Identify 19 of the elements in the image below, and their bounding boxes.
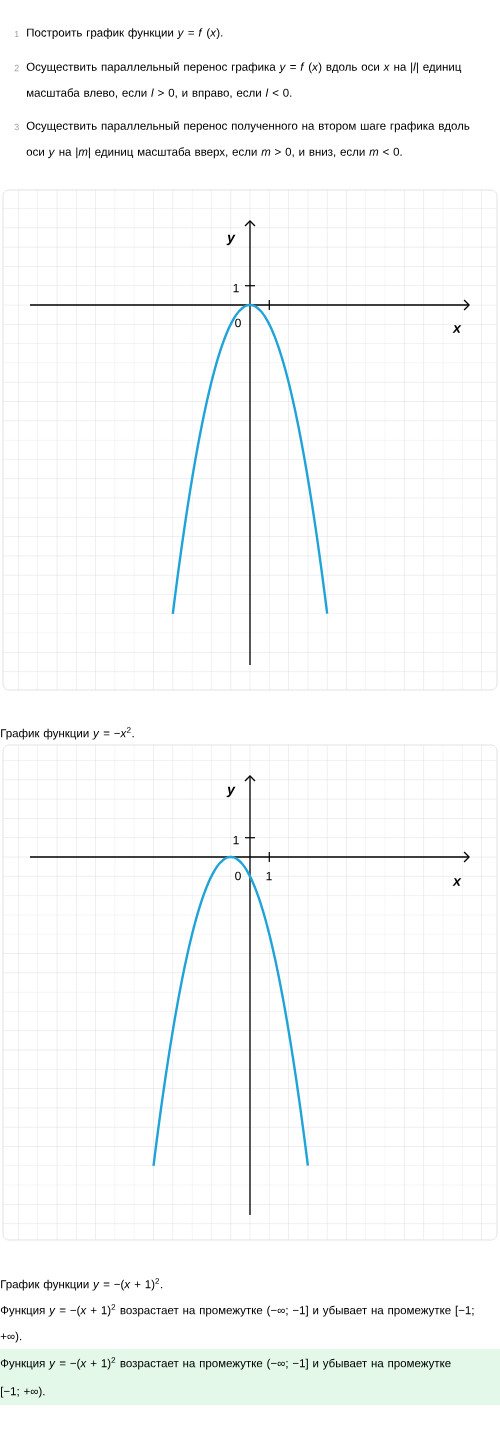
axis-label: x (452, 878, 462, 886)
step-number: 2 (14, 64, 19, 72)
answer-text: Функция y = −(x + 1)$^{2}$ возрастает на промежутке (−∞; −1] и убывает на промежутке [−1; +∞). (0, 1349, 500, 1405)
axis-label: y (226, 234, 236, 246)
step-number: 3 (14, 123, 19, 131)
tick-label: 0 (235, 871, 241, 881)
step-text: Осуществить параллельный перенос графика y = f (x) вдоль оси x на |l| единиц масштаба влево, если l > 0, и вправо, если l < 0. (26, 62, 462, 100)
axis-label: y (226, 786, 236, 798)
tick-label: 1 (233, 283, 239, 293)
step-text: Построить график функции y = f (x). (27, 28, 223, 39)
tick-label: 1 (266, 871, 272, 881)
caption-text: График функции y = −x$^{2}$. (1, 727, 134, 740)
tick-label: 1 (233, 835, 239, 845)
caption-text: График функции y = −(x + 1)$^{2}$. (1, 1278, 163, 1291)
step-number: 1 (14, 30, 19, 38)
tick-label: 0 (235, 318, 241, 328)
axis-label: x (452, 325, 462, 333)
step-text: Осуществить параллельный перенос полученного на втором шаге графика вдоль оси y на |m| единиц масштаба вверх, если m > 0, и вниз, если m < 0. (26, 121, 470, 159)
paragraph: Функция y = −(x + 1)$^{2}$ возрастает на промежутке (−∞; −1] и убывает на промежутке [−1; +∞). (0, 1304, 474, 1343)
